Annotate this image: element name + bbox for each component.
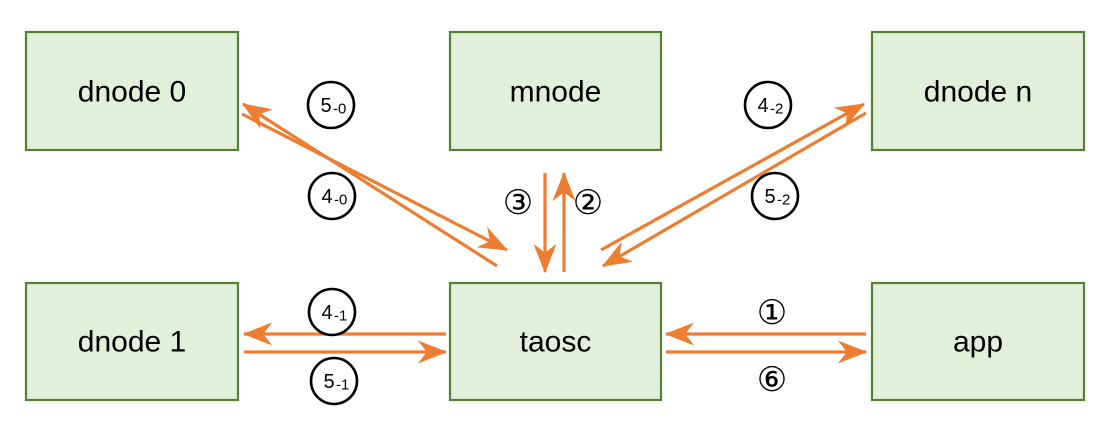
badge-4-1-sub: -1	[334, 308, 347, 325]
node-dnode0[interactable]: dnode 0	[24, 30, 240, 152]
badge-5-1-main: 5	[323, 371, 334, 393]
badge-4-0-main: 4	[321, 186, 332, 208]
badge-4-0-sub: -0	[334, 192, 347, 209]
node-label-app: app	[953, 326, 1003, 359]
badge-4-1[interactable]: 4 -1	[307, 287, 357, 337]
edge-5-0[interactable]	[241, 102, 498, 268]
badge-4-2-main: 4	[757, 95, 768, 117]
badge-5-0-main: 5	[320, 95, 331, 117]
edge-4-2[interactable]	[600, 102, 866, 252]
badge-4-0[interactable]: 4 -0	[307, 171, 357, 221]
badge-5-1-sub: -1	[336, 377, 349, 394]
node-dnode1[interactable]: dnode 1	[24, 281, 240, 402]
badge-4-2[interactable]: 4 -2	[743, 80, 793, 130]
node-label-dnoden: dnode n	[924, 76, 1032, 109]
node-app[interactable]: app	[870, 281, 1086, 402]
badge-5-2[interactable]: 5 -2	[750, 171, 800, 221]
badge-5-2-sub: -2	[777, 192, 790, 209]
edge-5-2[interactable]	[601, 111, 867, 268]
badge-4-2-sub: -2	[770, 101, 783, 118]
badge-2[interactable]: ②	[573, 183, 603, 223]
node-dnoden[interactable]: dnode n	[870, 30, 1086, 152]
node-mnode[interactable]: mnode	[448, 30, 663, 152]
node-taosc[interactable]: taosc	[448, 281, 663, 402]
badge-5-2-main: 5	[764, 186, 775, 208]
badge-6[interactable]: ⑥	[757, 360, 787, 400]
node-label-taosc: taosc	[520, 326, 592, 359]
node-label-mnode: mnode	[510, 76, 602, 109]
badge-1[interactable]: ①	[757, 293, 787, 333]
edge-4-0[interactable]	[241, 112, 509, 252]
badge-5-0[interactable]: 5 -0	[306, 80, 356, 130]
badge-3[interactable]: ③	[503, 183, 533, 223]
node-label-dnode0: dnode 0	[78, 76, 186, 109]
badge-5-0-sub: -0	[333, 101, 346, 118]
badge-4-1-main: 4	[321, 302, 332, 324]
node-label-dnode1: dnode 1	[78, 326, 186, 359]
badge-5-1[interactable]: 5 -1	[309, 356, 359, 406]
